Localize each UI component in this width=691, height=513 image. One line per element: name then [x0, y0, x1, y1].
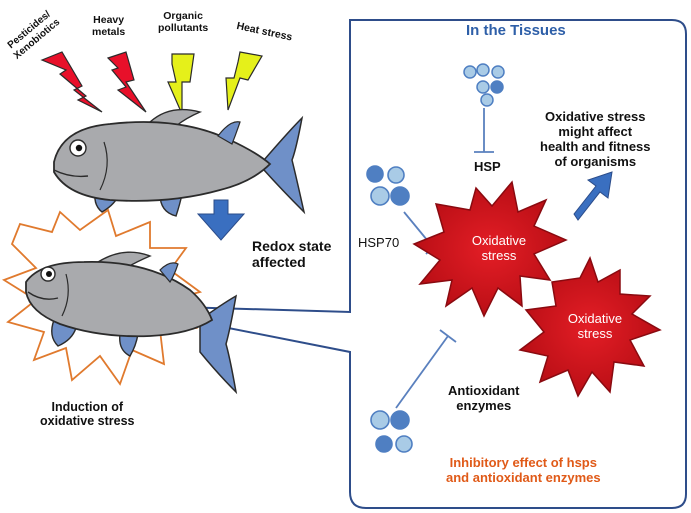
tissue-panel-title: In the Tissues [466, 22, 566, 39]
oxidative-stress-burst-2 [518, 256, 662, 398]
antioxidant-inhibition-line [395, 329, 457, 409]
hsp70-protein-cluster [366, 165, 410, 206]
redox-down-arrow [196, 199, 246, 241]
fish-healthy [53, 108, 306, 217]
effect-up-arrow [573, 171, 613, 221]
fish-stressed [25, 251, 238, 395]
tissue-panel [111, 19, 687, 509]
lightning-bolt-red-2 [106, 51, 147, 113]
lightning-bolt-red-1 [40, 51, 103, 113]
antioxidant-enzyme-cluster [370, 410, 413, 453]
hsp70-label: HSP70 [358, 235, 400, 250]
hsp-protein-cluster [463, 63, 505, 107]
oxidative-stress-burst-1 [412, 180, 568, 318]
lightning-bolt-yellow-1 [167, 53, 195, 115]
hsp-label: HSP [474, 159, 501, 174]
lightning-bolt-yellow-2 [225, 51, 263, 111]
hsp-inhibition-line [474, 108, 494, 153]
